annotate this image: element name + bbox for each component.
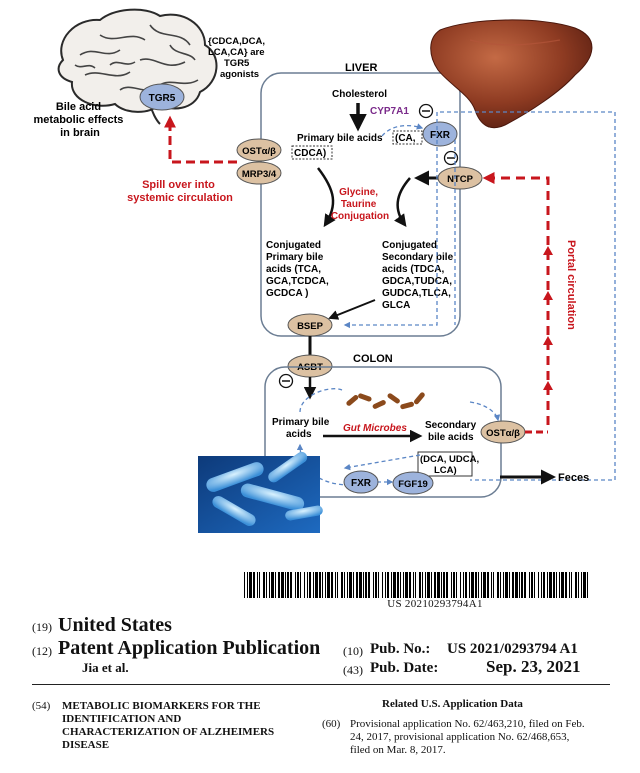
inid-10: (10): [343, 644, 363, 658]
secondary-box: [417, 451, 473, 477]
svg-text:FXR: FXR: [351, 478, 372, 489]
header-rule: [32, 684, 610, 685]
inid-43: (43): [343, 663, 363, 677]
liver-primary-bile-acids: Primary bile acids: [297, 133, 383, 144]
svg-text:CDCA): CDCA): [294, 148, 326, 159]
svg-text:FXR: FXR: [430, 130, 451, 141]
pub-date-label: Pub. Date:: [370, 660, 439, 676]
conjugation-arrow-left: [317, 167, 336, 228]
svg-text:OSTα/β: OSTα/β: [486, 428, 520, 439]
conjugation-arrow-right: [394, 177, 411, 228]
inid-19: (19): [32, 620, 52, 634]
tgr5-label: TGR5: [149, 93, 176, 104]
colon-secondary-label: Secondary bile acids: [425, 420, 479, 443]
primary-box-2: [291, 145, 333, 160]
barcode-number: US 20210293794A1: [387, 598, 483, 610]
conjugated-secondary-label: Conjugated Secondary bile acids (TDCA, G…: [382, 240, 456, 311]
tgr5-agonist-note: {CDCA,DCA, LCA,CA} are TGR5 agonists: [208, 36, 268, 80]
gut-microbes-icon: [346, 392, 425, 410]
barcode: [244, 572, 588, 598]
tgr5-receptor: [139, 83, 185, 111]
portal-circulation-label: Portal circulation: [565, 240, 577, 330]
pub-no-label: Pub. No.:: [370, 641, 431, 657]
fxr-colon: [343, 470, 379, 494]
publication-kind: Patent Application Publication: [58, 637, 321, 659]
bile-acid-pathway-figure: {CDCA,DCA, LCA,CA} are TGR5 agonists TGR…: [34, 8, 616, 533]
portal-circulation-arrow: [482, 172, 550, 425]
inid-60: (60): [322, 718, 341, 730]
primary-box: [392, 130, 423, 145]
fxr-feedback-lines: [343, 111, 616, 481]
pub-date: Sep. 23, 2021: [486, 657, 581, 676]
country: United States: [58, 614, 172, 636]
related-application-data: Provisional application No. 62/463,210, …: [350, 718, 585, 756]
to-bsep-arrow: [328, 299, 376, 320]
cholesterol-label: Cholesterol: [332, 89, 387, 100]
svg-text:FGF19: FGF19: [398, 479, 428, 490]
conjugation-label: Glycine, Taurine Conjugation: [331, 187, 389, 222]
brain-icon: [57, 8, 218, 125]
svg-text:NTCP: NTCP: [447, 174, 474, 185]
inid-12: (12): [32, 644, 52, 658]
fxr-liver: [422, 121, 458, 147]
ost-liver: [236, 138, 282, 162]
feces-label: Feces: [558, 472, 589, 484]
spill-over-arrow: [164, 115, 237, 164]
svg-text:(CA,: (CA,: [395, 133, 416, 144]
fgf19: [392, 471, 434, 495]
inventor: Jia et al.: [82, 660, 129, 675]
secondary-box-text: (DCA, UDCA, LCA): [420, 454, 482, 476]
gut-bacteria-image: [198, 451, 323, 533]
colon-title: COLON: [353, 353, 393, 365]
liver-compartment: [260, 72, 461, 337]
related-heading: Related U.S. Application Data: [382, 698, 523, 710]
conjugated-primary-label: Conjugated Primary bile acids (TCA, GCA,…: [266, 240, 332, 299]
pub-no: US 2021/0293794 A1: [447, 641, 578, 657]
cyp7a1-label: CYP7A1: [370, 106, 409, 117]
spill-over-label: Spill over into systemic circulation: [127, 179, 233, 204]
inid-54: (54): [32, 700, 51, 712]
colon-primary-label: Primary bile acids: [272, 417, 332, 440]
patent-title: METABOLIC BIOMARKERS FOR THE IDENTIFICAT…: [62, 700, 275, 751]
svg-text:MRP3/4: MRP3/4: [242, 169, 277, 180]
liver-title: LIVER: [345, 62, 377, 74]
gut-microbes-label: Gut Microbes: [343, 423, 407, 434]
mrp-transporter: [236, 161, 282, 185]
svg-text:BSEP: BSEP: [297, 321, 324, 332]
liver-icon: [430, 19, 593, 129]
brain-effects-label: Bile acid metabolic effects in brain: [34, 101, 127, 139]
svg-text:OSTα/β: OSTα/β: [242, 146, 276, 157]
